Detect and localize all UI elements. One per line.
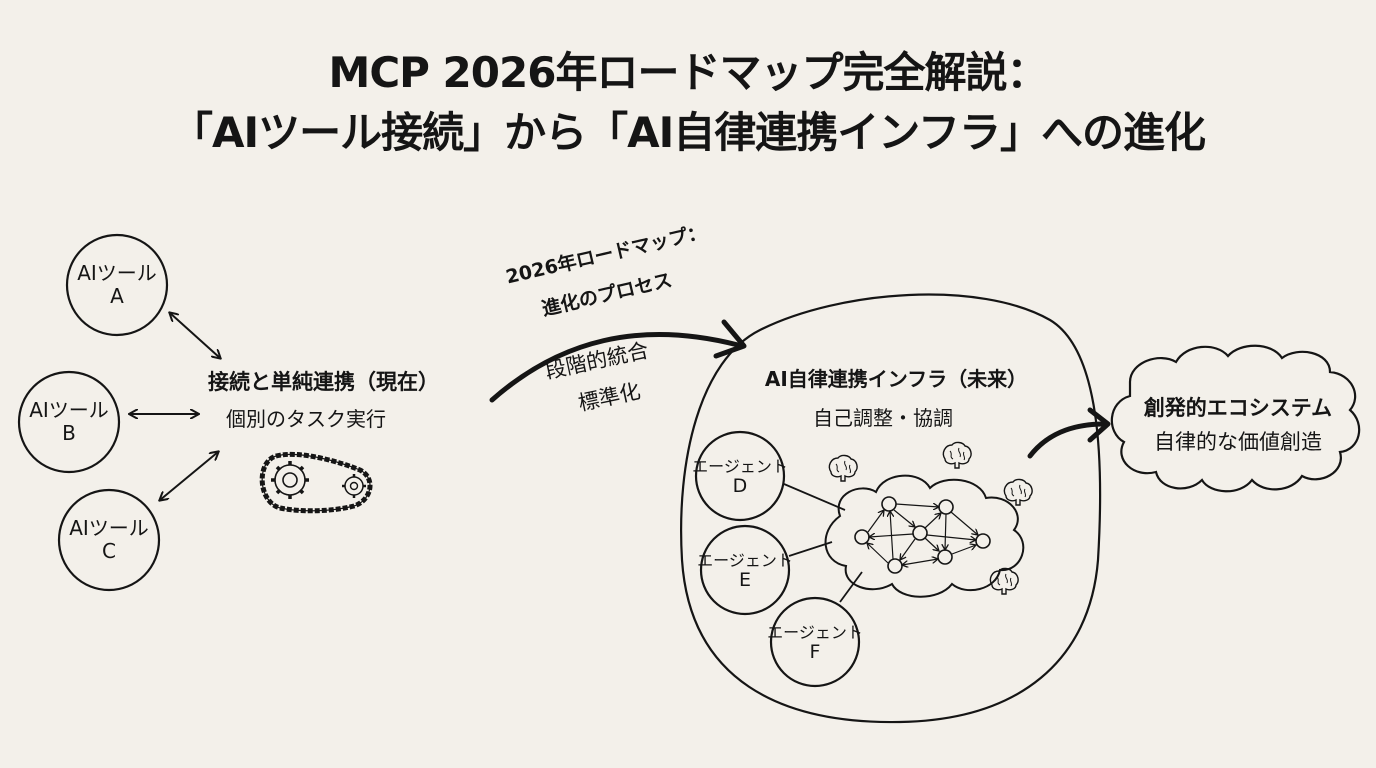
agent-d-circle	[694, 430, 786, 522]
tool-a-line2: A	[110, 284, 124, 308]
final-stage-heading: 創発的エコシステム	[1143, 396, 1333, 420]
tool-a-label: AIツール A	[77, 262, 157, 308]
tool-a-double-arrow-icon	[170, 313, 220, 358]
roadmap-arrow-icon	[489, 319, 747, 403]
final-arrow-icon	[1027, 407, 1111, 459]
agent-d-label: エージェント D	[692, 456, 788, 498]
tool-b-line2: B	[62, 421, 76, 445]
tool-a-line1: AIツール	[77, 261, 157, 285]
agent-d-line1: エージェント	[692, 456, 788, 476]
brain-icon	[942, 441, 972, 469]
current-stage-heading: 接続と単純連携（現在）	[208, 370, 439, 394]
tool-c-label: AIツール C	[69, 517, 149, 563]
brain-icon	[1003, 478, 1033, 506]
future-infrastructure-boundary	[680, 293, 1102, 724]
tool-c-line2: C	[102, 539, 116, 563]
agent-e-line1: エージェント	[697, 550, 793, 570]
gear-chain-icon	[259, 451, 373, 514]
title-line-1: MCP 2026年ロードマップ完全解説：	[328, 48, 1049, 97]
tool-c-circle	[57, 488, 161, 592]
future-stage-subheading: 自己調整・協調	[813, 406, 953, 430]
current-stage-subheading: 個別のタスク実行	[226, 407, 386, 431]
emergent-ecosystem-cloud	[1110, 344, 1361, 493]
final-stage-subheading: 自律的な価値創造	[1154, 430, 1322, 454]
network-cloud-icon	[824, 474, 1025, 598]
tool-c-line1: AIツール	[69, 516, 149, 540]
agent-f-circle	[769, 596, 861, 688]
agent-d-line2: D	[732, 475, 748, 498]
agent-f-label: エージェント F	[767, 622, 863, 664]
tool-c-double-arrow-icon	[160, 452, 218, 500]
agent-f-line1: エージェント	[767, 622, 863, 642]
agent-connection-lines	[783, 483, 863, 603]
future-stage-heading: AI自律連携インフラ（未来）	[764, 367, 1028, 391]
agent-f-line2: F	[809, 641, 821, 664]
tool-b-label: AIツール B	[29, 399, 109, 445]
agent-e-circle	[699, 524, 791, 616]
title-line-2: 「AIツール接続」から「AI自律連携インフラ」への進化	[170, 108, 1206, 157]
brain-icon	[828, 454, 858, 482]
agent-e-label: エージェント E	[697, 550, 793, 592]
tool-b-circle	[17, 370, 121, 474]
tool-b-line1: AIツール	[29, 398, 109, 422]
tool-a-circle	[65, 233, 169, 337]
agent-e-line2: E	[738, 569, 751, 592]
